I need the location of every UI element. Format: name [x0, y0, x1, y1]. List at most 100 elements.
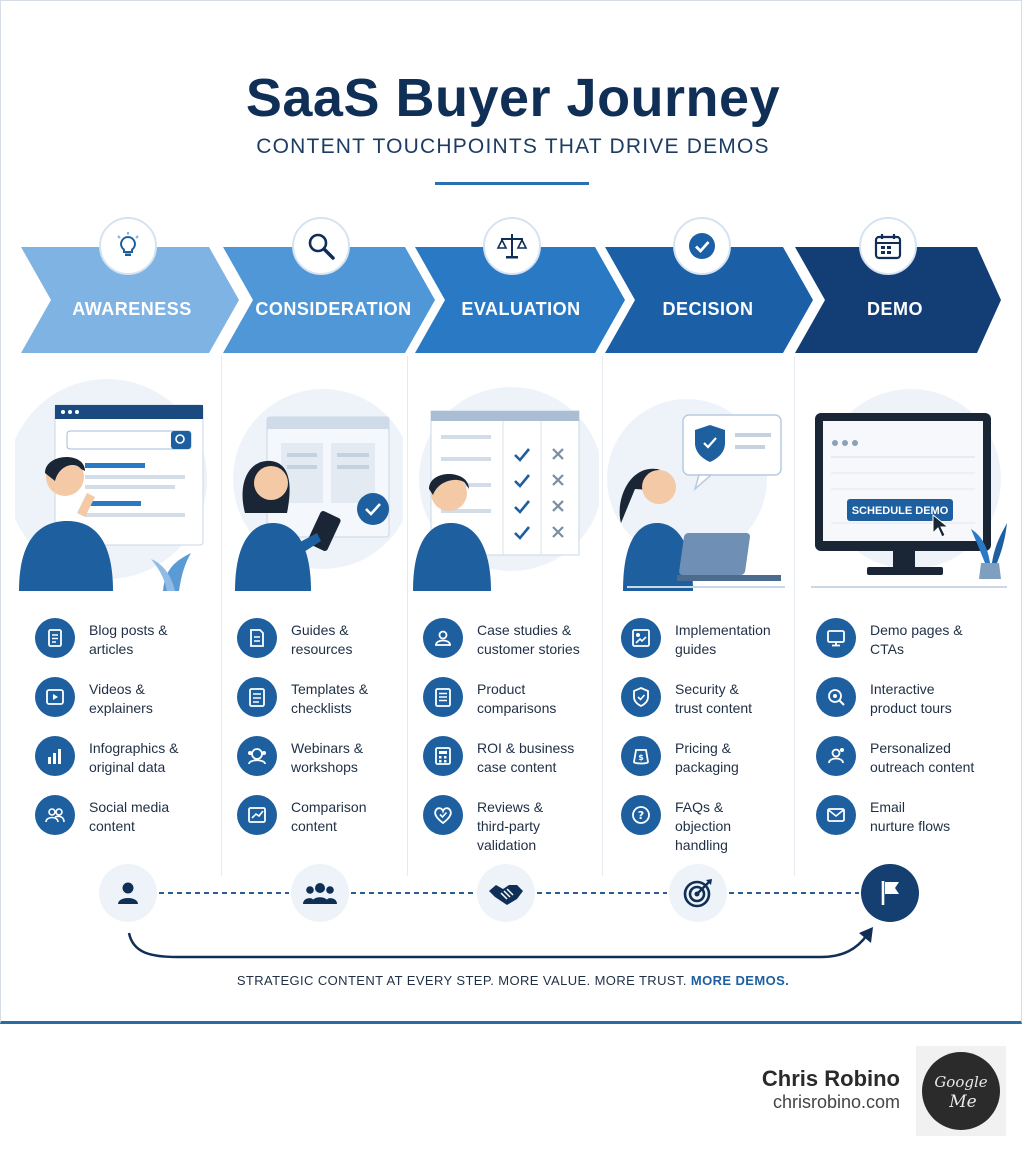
content-item: Demo pages & CTAs	[816, 618, 963, 659]
content-item-label: Blog posts & articles	[89, 622, 168, 657]
content-item-label: Reviews & third-party validation	[477, 799, 544, 853]
lightbulb-icon	[99, 217, 157, 275]
webinar-icon	[237, 736, 277, 776]
content-item-label: Product comparisons	[477, 681, 557, 716]
google-me-logo-icon: Google Me	[934, 1073, 987, 1112]
content-item: Blog posts & articles	[35, 618, 168, 659]
stage-label-evaluation: EVALUATION	[461, 299, 581, 319]
compare-list-icon	[423, 677, 463, 717]
chevron-consideration	[223, 247, 435, 353]
shield-icon	[621, 677, 661, 717]
page-title: SaaS Buyer Journey	[245, 68, 781, 128]
infographic-card: SaaS Buyer Journey CONTENT TOUCHPOINTS T…	[0, 0, 1022, 1024]
awareness-illustration	[15, 379, 207, 591]
content-item-label: Implementation guides	[675, 622, 771, 657]
content-item: Infographics & original data	[35, 736, 179, 777]
content-item-label: Videos & explainers	[89, 681, 153, 716]
person-icon	[99, 864, 157, 922]
content-item-label: Pricing & packaging	[675, 740, 739, 775]
play-icon	[35, 677, 75, 717]
stage-label-decision: DECISION	[662, 299, 754, 319]
content-item: Webinars & workshops	[237, 736, 363, 777]
content-item-label: Infographics & original data	[89, 740, 179, 775]
chevron-demo	[795, 247, 1001, 353]
stage-chevrons	[21, 247, 1001, 353]
svg-text:?: ?	[638, 809, 644, 822]
content-item: Personalized outreach content	[816, 736, 974, 777]
content-item-label: Webinars & workshops	[291, 740, 364, 775]
page-subtitle: CONTENT TOUCHPOINTS THAT DRIVE DEMOS	[256, 135, 770, 158]
guide-icon	[237, 618, 277, 658]
consideration-illustration	[233, 389, 403, 591]
outreach-icon	[816, 736, 856, 776]
column-divider	[407, 356, 408, 876]
scales-icon	[483, 217, 541, 275]
title-divider	[435, 182, 589, 185]
content-item: ? FAQs & objection handling	[621, 795, 731, 855]
group-icon	[291, 864, 349, 922]
stage-label-awareness: AWARENESS	[72, 299, 192, 319]
schedule-demo-button	[847, 499, 953, 521]
evaluation-illustration	[413, 387, 599, 591]
decision-illustration	[607, 399, 785, 591]
stage-label-demo: DEMO	[867, 299, 923, 319]
calendar-icon	[859, 217, 917, 275]
content-item: Interactive product tours	[816, 677, 952, 718]
content-item: Comparison content	[237, 795, 366, 836]
demo-illustration	[811, 389, 1007, 588]
monitor-icon	[816, 618, 856, 658]
content-item: Security & trust content	[621, 677, 752, 718]
column-divider	[794, 356, 795, 876]
content-item: Guides & resources	[237, 618, 352, 659]
target-icon	[669, 864, 727, 922]
chevron-awareness	[21, 247, 239, 353]
tagline: STRATEGIC CONTENT AT EVERY STEP. MORE VA…	[1, 973, 1021, 988]
content-item-label: Templates & checklists	[291, 681, 369, 716]
document-icon	[35, 618, 75, 658]
tagline-plain: STRATEGIC CONTENT AT EVERY STEP. MORE VA…	[236, 973, 687, 988]
handshake-icon	[477, 864, 535, 922]
content-item-label: Interactive product tours	[870, 681, 952, 716]
calculator-icon	[423, 736, 463, 776]
author-site[interactable]: chrisrobino.com	[772, 1092, 900, 1112]
content-item: Implementation guides	[621, 618, 771, 659]
chevron-evaluation	[415, 247, 625, 353]
content-item: Templates & checklists	[237, 677, 368, 718]
tagline-bold: MORE DEMOS.	[690, 973, 790, 988]
content-item-label: Comparison content	[291, 799, 367, 834]
google-me-badge[interactable]: Google Me	[922, 1052, 1000, 1130]
content-item-label: Email nurture flows	[870, 799, 951, 834]
content-item: Email nurture flows	[816, 795, 950, 836]
author-name: Chris Robino	[761, 1066, 900, 1091]
content-item: $ Pricing & packaging	[621, 736, 739, 777]
content-item-label: Personalized outreach content	[870, 740, 975, 775]
chevron-decision	[605, 247, 813, 353]
stage-label-consideration: CONSIDERATION	[255, 299, 412, 319]
customer-icon	[423, 618, 463, 658]
content-item: Product comparisons	[423, 677, 556, 718]
implementation-icon	[621, 618, 661, 658]
check-circle-icon	[673, 217, 731, 275]
email-icon	[816, 795, 856, 835]
content-item: Case studies & customer stories	[423, 618, 580, 659]
comparison-icon	[237, 795, 277, 835]
checklist-icon	[237, 677, 277, 717]
schedule-demo-label[interactable]: SCHEDULE DEMO	[851, 505, 949, 517]
content-item-label: Guides & resources	[291, 622, 353, 657]
content-item-label: Demo pages & CTAs	[870, 622, 963, 657]
content-item: Social media content	[35, 795, 169, 836]
flag-icon	[861, 864, 919, 922]
magnifier-icon	[292, 217, 350, 275]
heart-check-icon	[423, 795, 463, 835]
tour-icon	[816, 677, 856, 717]
content-item-label: Security & trust content	[675, 681, 753, 716]
content-item-label: Social media content	[89, 799, 170, 834]
question-icon: ?	[621, 795, 661, 835]
content-item-label: Case studies & customer stories	[477, 622, 580, 657]
svg-text:Google: Google	[934, 1073, 987, 1091]
column-divider	[602, 356, 603, 876]
pricing-icon: $	[621, 736, 661, 776]
people-icon	[35, 795, 75, 835]
column-divider	[221, 356, 222, 876]
content-item-label: FAQs & objection handling	[675, 799, 732, 853]
